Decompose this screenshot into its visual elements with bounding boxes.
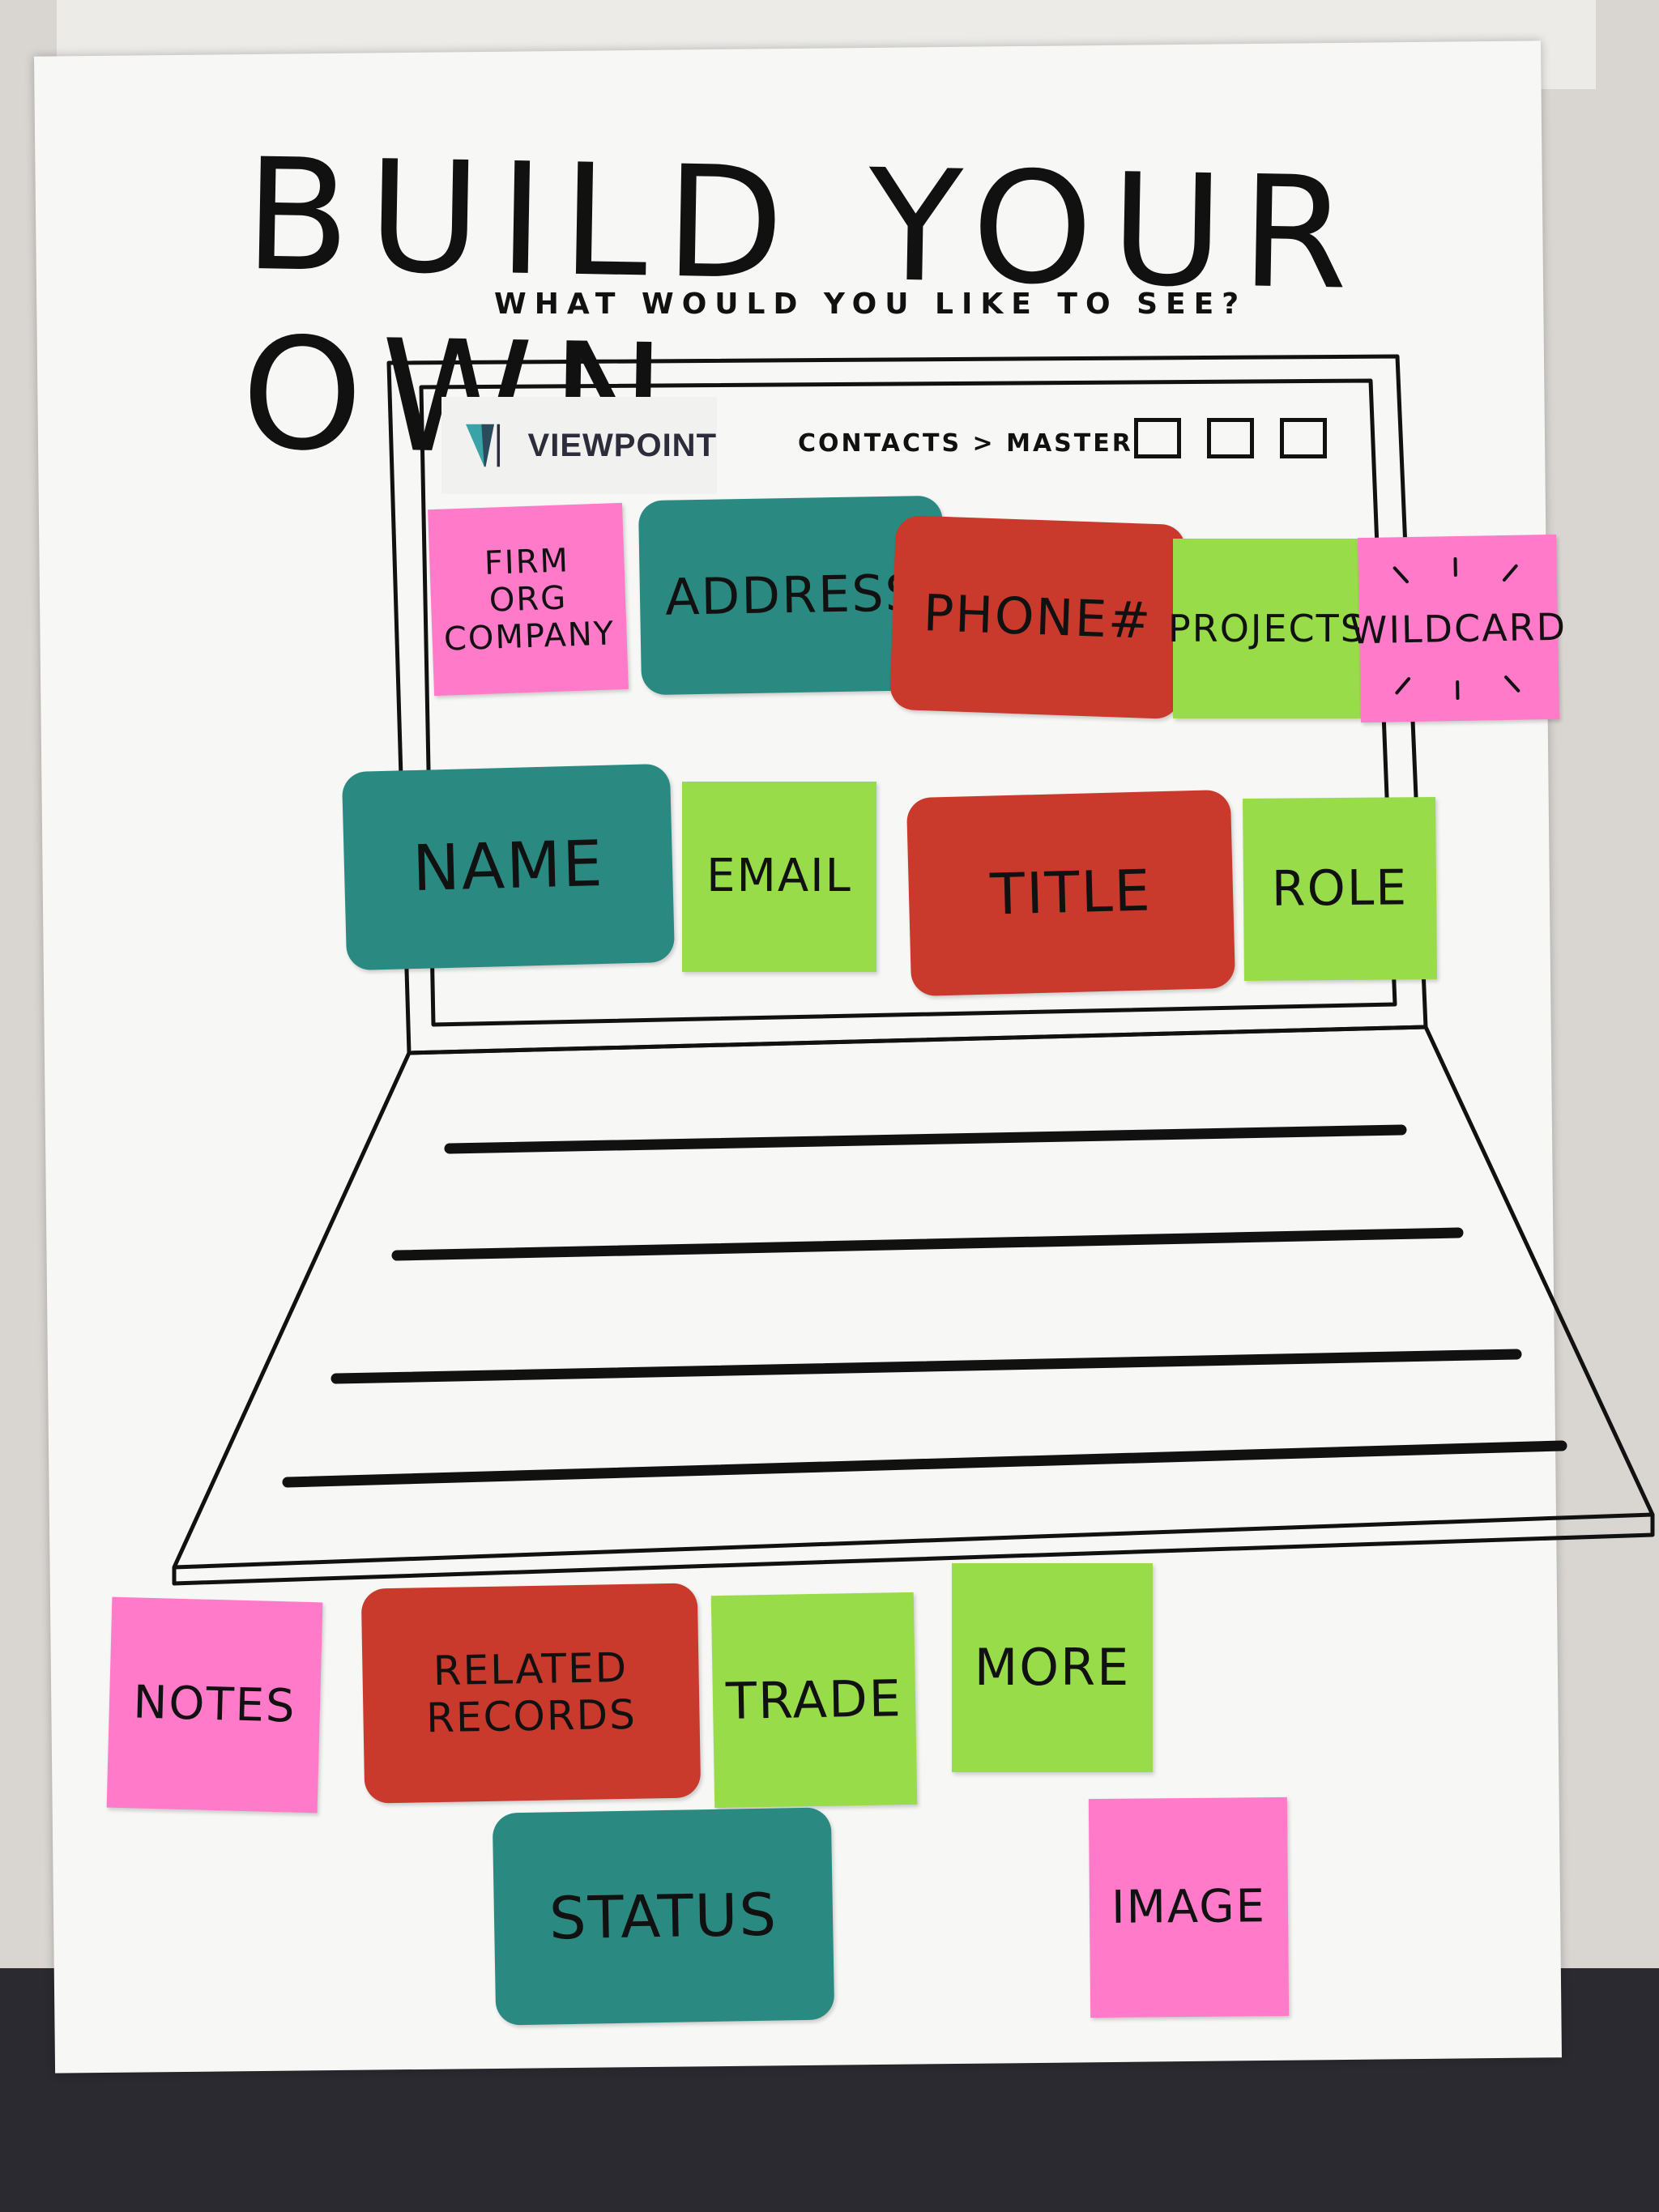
viewpoint-logo: VIEWPOINT [441,397,717,494]
card-trade[interactable]: TRADE [710,1592,918,1809]
card-label: MORE [974,1638,1131,1698]
card-label: EMAIL [706,850,852,903]
card-status[interactable]: STATUS [492,1807,835,2026]
keyboard-line [444,1124,1407,1154]
card-name[interactable]: NAME [341,763,676,971]
window-box-icon[interactable] [1207,418,1254,458]
card-image[interactable]: IMAGE [1088,1796,1290,2018]
card-label: TRADE [725,1669,903,1732]
keyboard-line [282,1440,1567,1488]
laptop-base [172,1025,1655,1586]
card-label: PHONE# [922,583,1154,651]
laptop-base-edge [173,1512,1653,1570]
window-box-icon[interactable] [1280,418,1327,458]
card-title[interactable]: TITLE [906,789,1236,997]
card-label: IMAGE [1111,1879,1267,1934]
window-box-icon[interactable] [1134,418,1181,458]
keyboard-line [331,1349,1522,1384]
card-more[interactable]: MORE [952,1563,1153,1772]
card-label: ADDRESS [664,563,919,628]
browser-header: VIEWPOINT CONTACTS > MASTER [441,397,1397,494]
card-label: FIRM ORG COMPANY [443,542,616,658]
card-phone[interactable]: PHONE# [889,514,1187,720]
card-label: NAME [412,827,605,906]
card-label: NOTES [132,1676,297,1733]
card-label: PROJECTS [1168,606,1366,650]
card-label: TITLE [989,857,1153,928]
card-email[interactable]: EMAIL [682,782,876,972]
card-label: WILDCARD [1350,604,1567,652]
card-firm-org-company[interactable]: FIRM ORG COMPANY [428,502,629,697]
card-label: ROLE [1271,859,1409,918]
card-label: RELATED RECORDS [425,1643,638,1741]
card-related-records[interactable]: RELATED RECORDS [360,1583,702,1804]
card-wildcard[interactable]: WILDCARD [1350,534,1567,723]
breadcrumb[interactable]: CONTACTS > MASTER [798,429,1133,458]
card-role[interactable]: ROLE [1243,796,1437,982]
keyboard-line [391,1227,1464,1261]
sparkle-icon [1392,557,1520,701]
viewpoint-logo-text: VIEWPOINT [527,427,717,463]
viewpoint-logo-icon [466,424,501,467]
card-notes[interactable]: NOTES [106,1596,323,1813]
card-label: STATUS [548,1880,778,1953]
card-projects[interactable]: PROJECTS [1168,539,1364,718]
poster-subtitle: WHAT WOULD YOU LIKE TO SEE? [494,288,1247,321]
